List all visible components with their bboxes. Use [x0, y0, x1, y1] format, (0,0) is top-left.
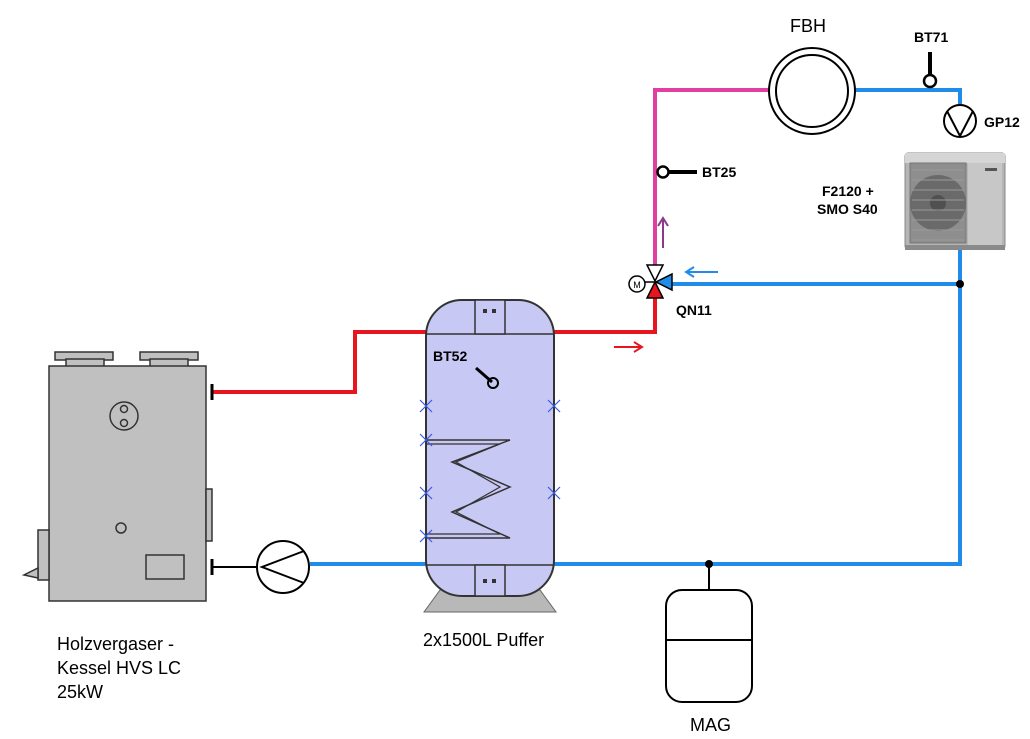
- bt52-label: BT52: [433, 348, 467, 364]
- boiler-label-line3: 25kW: [57, 682, 103, 702]
- heatpump-label-line1: F2120 +: [822, 183, 874, 199]
- mag-label: MAG: [690, 715, 731, 735]
- gp12-label: GP12: [984, 114, 1020, 130]
- mixed-supply-pipe: [653, 88, 770, 265]
- circulation-pump-icon: [256, 540, 310, 594]
- gp12-pump-icon: [943, 104, 977, 139]
- wood-gasifier-boiler: [21, 351, 214, 602]
- heat-pump-unit: [904, 152, 1006, 250]
- flow-arrow-left-icon: [684, 266, 718, 278]
- floor-heating-circle-icon: [768, 47, 856, 135]
- bt25-label: BT25: [702, 164, 736, 180]
- buffer-label: 2x1500L Puffer: [423, 630, 544, 650]
- boiler-supply-pipe: [212, 330, 428, 394]
- boiler-label-line1: Holzvergaser -: [57, 634, 174, 654]
- flow-arrow-right-icon: [614, 341, 644, 353]
- buffer-tank: [419, 299, 561, 613]
- mixing-valve-qn11: M: [628, 264, 673, 299]
- buffer-supply-pipe: [552, 298, 657, 334]
- bt71-label: BT71: [914, 29, 948, 45]
- heatpump-return-pipe: [552, 248, 962, 566]
- expansion-vessel: [665, 589, 753, 703]
- bypass-junction: [956, 280, 964, 288]
- qn11-label: QN11: [676, 302, 712, 318]
- fbh-return-pipe: [855, 88, 962, 105]
- svg-text:M: M: [633, 280, 641, 290]
- fbh-label: FBH: [790, 16, 826, 36]
- boiler-label-line2: Kessel HVS LC: [57, 658, 181, 678]
- bt71-sensor-icon: [922, 52, 938, 89]
- mag-junction: [705, 560, 713, 568]
- bt25-sensor-icon: [656, 165, 697, 179]
- flow-arrow-up-icon: [657, 216, 669, 248]
- heatpump-label-line2: SMO S40: [817, 201, 878, 217]
